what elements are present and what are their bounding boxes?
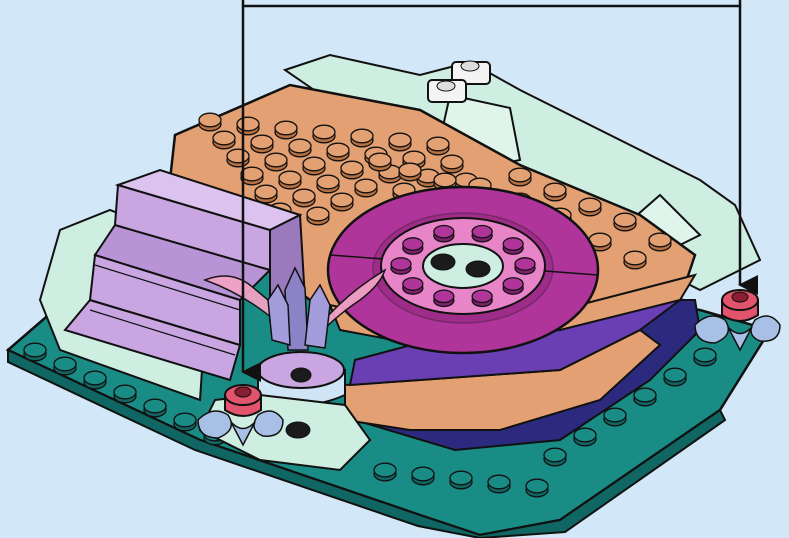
stud: [634, 388, 656, 402]
stud: [441, 155, 463, 169]
stud: [279, 171, 301, 185]
stud: [327, 143, 349, 157]
stud: [213, 131, 235, 145]
stud: [544, 183, 566, 197]
stud: [307, 207, 329, 221]
stud: [227, 149, 249, 163]
stud: [313, 125, 335, 139]
stud: [515, 258, 535, 270]
stud: [255, 185, 277, 199]
stud: [389, 133, 411, 147]
stud: [434, 290, 454, 302]
magenta-ring: [328, 187, 598, 353]
stud: [434, 225, 454, 237]
stud: [144, 399, 166, 413]
stud: [289, 139, 311, 153]
stud: [251, 135, 273, 149]
stud: [579, 198, 601, 212]
stud: [403, 278, 423, 290]
pink-flower-stud-icon-right: [695, 290, 780, 350]
stud: [369, 153, 391, 167]
stud: [54, 357, 76, 371]
stud: [355, 179, 377, 193]
stud: [331, 193, 353, 207]
stud: [488, 475, 510, 489]
stud: [275, 121, 297, 135]
stud: [509, 168, 531, 182]
stud: [574, 428, 596, 442]
stud: [265, 153, 287, 167]
stud: [503, 278, 523, 290]
stud: [412, 467, 434, 481]
stud: [199, 113, 221, 127]
stud: [317, 175, 339, 189]
stud: [293, 189, 315, 203]
mint-stud: [286, 422, 310, 438]
stud: [237, 117, 259, 131]
stud: [427, 137, 449, 151]
stud: [544, 448, 566, 462]
stud: [24, 343, 46, 357]
stud: [503, 238, 523, 250]
stud: [114, 385, 136, 399]
stud: [649, 233, 671, 247]
stud: [399, 163, 421, 177]
stud: [174, 413, 196, 427]
stud: [472, 290, 492, 302]
stud: [391, 258, 411, 270]
stud: [303, 157, 325, 171]
stud: [84, 371, 106, 385]
stud: [403, 238, 423, 250]
stud: [472, 225, 492, 237]
stud: [694, 348, 716, 362]
stud: [604, 408, 626, 422]
stud: [241, 167, 263, 181]
stud: [403, 151, 425, 165]
stud: [614, 213, 636, 227]
stud: [374, 463, 396, 477]
stud: [526, 479, 548, 493]
stud: [664, 368, 686, 382]
stud: [351, 129, 373, 143]
stud: [341, 161, 363, 175]
stud: [624, 251, 646, 265]
stud: [434, 173, 456, 187]
stud: [450, 471, 472, 485]
